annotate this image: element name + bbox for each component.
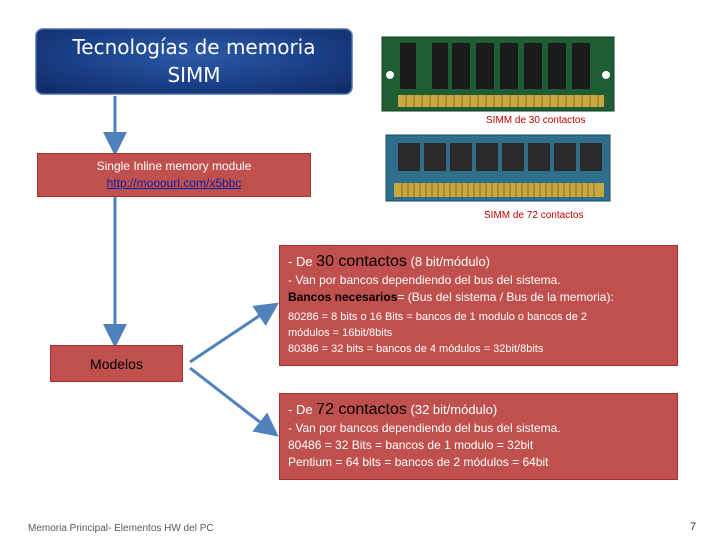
page-number: 7	[690, 521, 697, 533]
caption-simm-72: SIMM de 72 contactos	[484, 210, 584, 221]
single-inline-label: Single Inline memory module	[96, 159, 252, 173]
box1-bancos-bold: Bancos necesarios	[288, 290, 398, 304]
box2-line-3: Pentium = 64 bits = bancos de 2 módulos …	[288, 455, 549, 469]
connector-modelos-to-30	[189, 302, 279, 364]
box2-heading: - De 72 contactos (32 bit/módulo)	[288, 400, 669, 420]
box2-head-post: (32 bit/módulo)	[406, 402, 498, 417]
reference-link[interactable]: http://mooourl.com/x5bbc	[106, 176, 242, 190]
simm-30-module	[381, 36, 615, 112]
box-30-contactos: - De 30 contactos (8 bit/módulo) - Van p…	[279, 245, 678, 366]
box1-bancos-rest: = (Bus del sistema / Bus de la memoria):	[397, 290, 614, 304]
footer-text: Memoria Principal- Elementos HW del PC	[28, 523, 214, 534]
box1-head-pre: - De	[288, 254, 317, 269]
box-72-contactos: - De 72 contactos (32 bit/módulo) - Van …	[279, 393, 678, 480]
box2-line-1: - Van por bancos dependiendo del bus del…	[288, 421, 561, 435]
simm-images: SIMM de 30 contactos SIMM de 72 contacto…	[376, 35, 620, 225]
box1-heading: - De 30 contactos (8 bit/módulo)	[288, 252, 669, 272]
box1-line-4: módulos = 16bit/8bits	[288, 327, 393, 339]
title-line-2: SIMM	[167, 63, 221, 87]
box1-head-post: (8 bit/módulo)	[406, 254, 490, 269]
slide-title: Tecnologías de memoria SIMM	[35, 28, 353, 95]
simm-modules-image	[381, 36, 615, 202]
modelos-label: Modelos	[90, 356, 143, 372]
modelos-box: Modelos	[50, 345, 183, 382]
box2-line-2: 80486 = 32 Bits = bancos de 1 modulo = 3…	[288, 438, 534, 452]
box1-line-1: - Van por bancos dependiendo del bus del…	[288, 273, 561, 287]
box2-head-big: 72 contactos	[316, 401, 407, 418]
title-line-1: Tecnologías de memoria	[72, 35, 316, 59]
simm-72-module	[385, 134, 611, 202]
caption-simm-30: SIMM de 30 contactos	[486, 115, 586, 126]
box1-line-5: 80386 = 32 bits = bancos de 4 módulos = …	[288, 343, 544, 355]
box1-line-3: 80286 = 8 bits o 16 Bits = bancos de 1 m…	[288, 311, 588, 323]
connector-modelos-to-72	[189, 366, 279, 437]
box2-head-pre: - De	[288, 402, 317, 417]
box1-head-big: 30 contactos	[316, 253, 407, 270]
single-inline-box: Single Inline memory module http://mooou…	[37, 153, 311, 197]
box1-line-2: Bancos necesarios= (Bus del sistema / Bu…	[288, 289, 669, 306]
